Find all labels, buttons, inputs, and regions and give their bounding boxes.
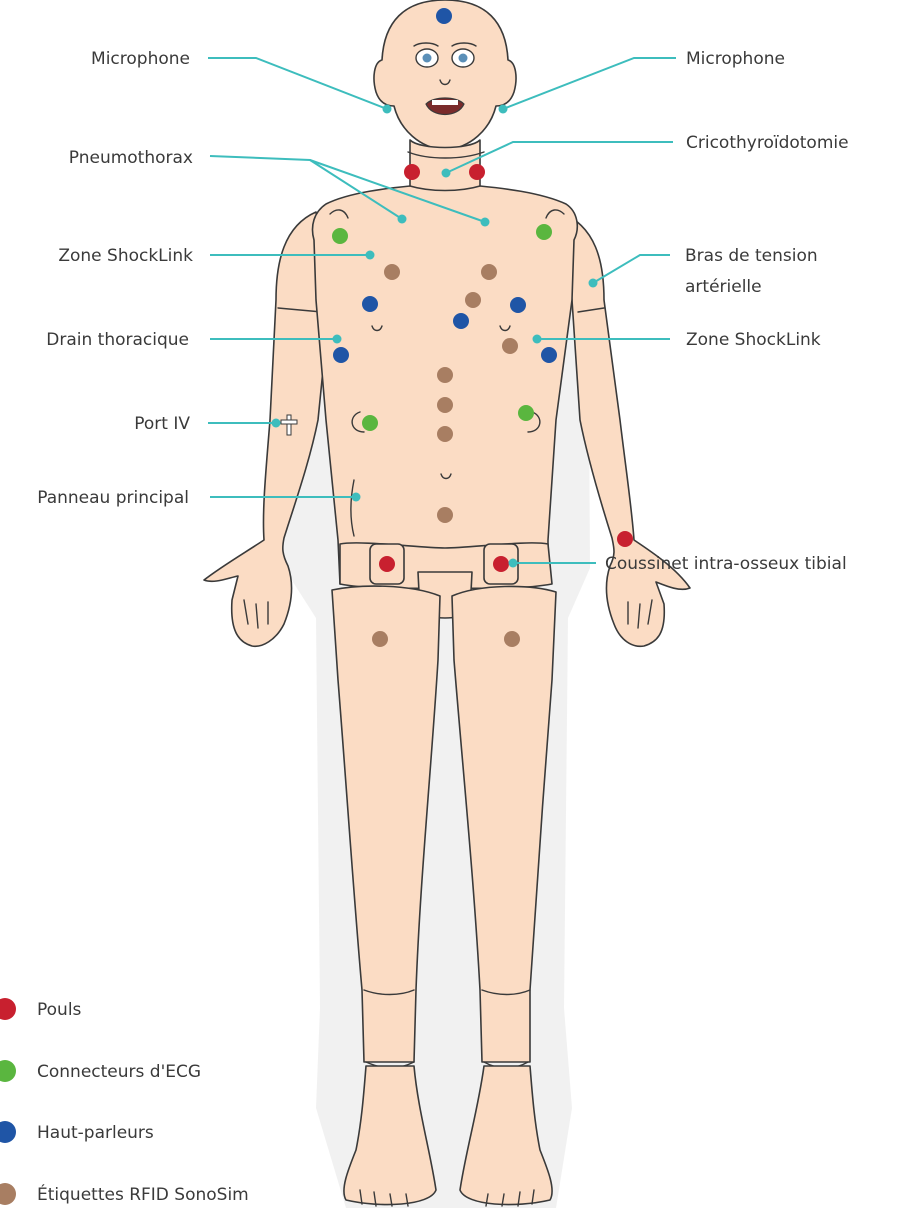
label-bp-arm-line1: Bras de tension <box>685 246 818 266</box>
speaker-dot <box>436 8 452 24</box>
rfid-dot <box>502 338 518 354</box>
label-shocklink-left: Zone ShockLink <box>58 246 193 266</box>
label-main-panel: Panneau principal <box>37 488 189 508</box>
rfid-dot <box>437 507 453 523</box>
speaker-dot <box>510 297 526 313</box>
label-bp-arm-line2: artérielle <box>685 277 762 297</box>
legend-item-speaker: Haut-parleurs <box>0 1121 154 1143</box>
legend-label-rfid: Étiquettes RFID SonoSim <box>37 1183 249 1205</box>
pulse-dot <box>379 556 395 572</box>
ecg-dot <box>332 228 348 244</box>
ecg-dot <box>536 224 552 240</box>
manikin-figure <box>204 0 690 1208</box>
label-microphone-right: Microphone <box>686 49 785 69</box>
legend-swatch-pulse <box>0 998 16 1020</box>
label-microphone-left: Microphone <box>91 49 190 69</box>
legend-label-ecg: Connecteurs d'ECG <box>37 1062 201 1082</box>
legend-item-pulse: Pouls <box>0 998 82 1020</box>
rfid-dot <box>384 264 400 280</box>
speaker-dot <box>453 313 469 329</box>
rfid-dot <box>437 397 453 413</box>
label-shocklink-right: Zone ShockLink <box>686 330 821 350</box>
label-tibial-io: Coussinet intra-osseux tibial <box>605 554 847 574</box>
neck <box>410 140 480 196</box>
pulse-dot <box>493 556 509 572</box>
rfid-dot <box>481 264 497 280</box>
rfid-dot <box>372 631 388 647</box>
legend-item-rfid: Étiquettes RFID SonoSim <box>0 1183 249 1205</box>
pulse-dot <box>404 164 420 180</box>
label-chest-drain: Drain thoracique <box>46 330 189 350</box>
legend-swatch-ecg <box>0 1060 16 1082</box>
label-iv-port: Port IV <box>134 414 190 434</box>
rfid-dot <box>437 367 453 383</box>
rfid-dot <box>504 631 520 647</box>
legend-swatch-rfid <box>0 1183 16 1205</box>
legend-label-pulse: Pouls <box>37 1000 82 1020</box>
ecg-dot <box>362 415 378 431</box>
speaker-dot <box>362 296 378 312</box>
label-pneumothorax: Pneumothorax <box>69 148 193 168</box>
legend: Pouls Connecteurs d'ECG Haut-parleurs Ét… <box>0 998 249 1205</box>
speaker-dot <box>333 347 349 363</box>
label-cricothyroidotomy: Cricothyroïdotomie <box>686 133 849 153</box>
legend-swatch-speaker <box>0 1121 16 1143</box>
rfid-dot <box>465 292 481 308</box>
pulse-dot <box>469 164 485 180</box>
pulse-dot <box>617 531 633 547</box>
rfid-dot <box>437 426 453 442</box>
speaker-dot <box>541 347 557 363</box>
ecg-dot <box>518 405 534 421</box>
legend-label-speaker: Haut-parleurs <box>37 1123 154 1143</box>
legend-item-ecg: Connecteurs d'ECG <box>0 1060 201 1082</box>
